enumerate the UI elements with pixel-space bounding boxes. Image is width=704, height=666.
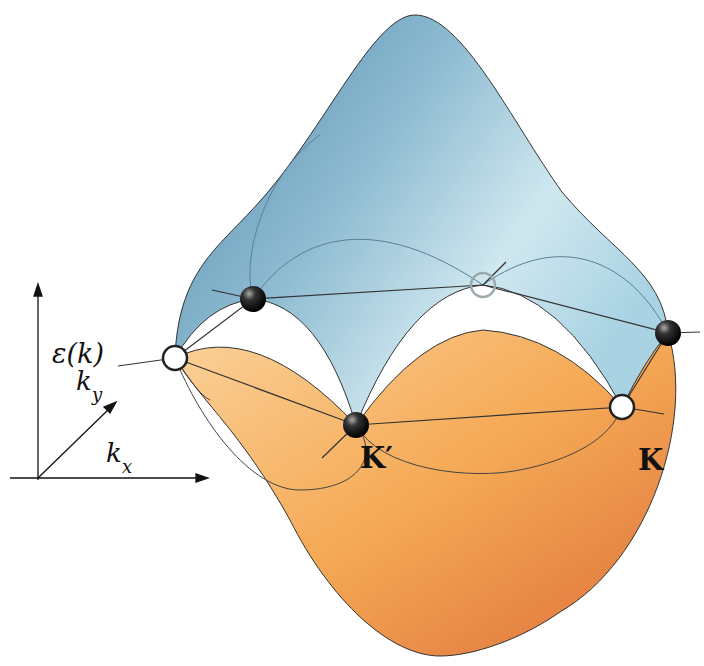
point-label: K′ [360, 444, 393, 473]
axis-label: k [106, 440, 122, 466]
axis-subscript: x [122, 458, 132, 476]
axis-label: ε(k) [52, 340, 104, 367]
axes [10, 284, 208, 482]
upper-band [175, 15, 668, 425]
dirac-points [163, 273, 681, 438]
axis-subscript: y [92, 386, 102, 404]
upper-band-contour [250, 135, 668, 333]
lower-band-contour [175, 358, 622, 490]
lower-band [175, 330, 676, 656]
point-label: K [638, 446, 663, 475]
brillouin-zone [118, 262, 700, 458]
axis-label: k [76, 368, 92, 394]
